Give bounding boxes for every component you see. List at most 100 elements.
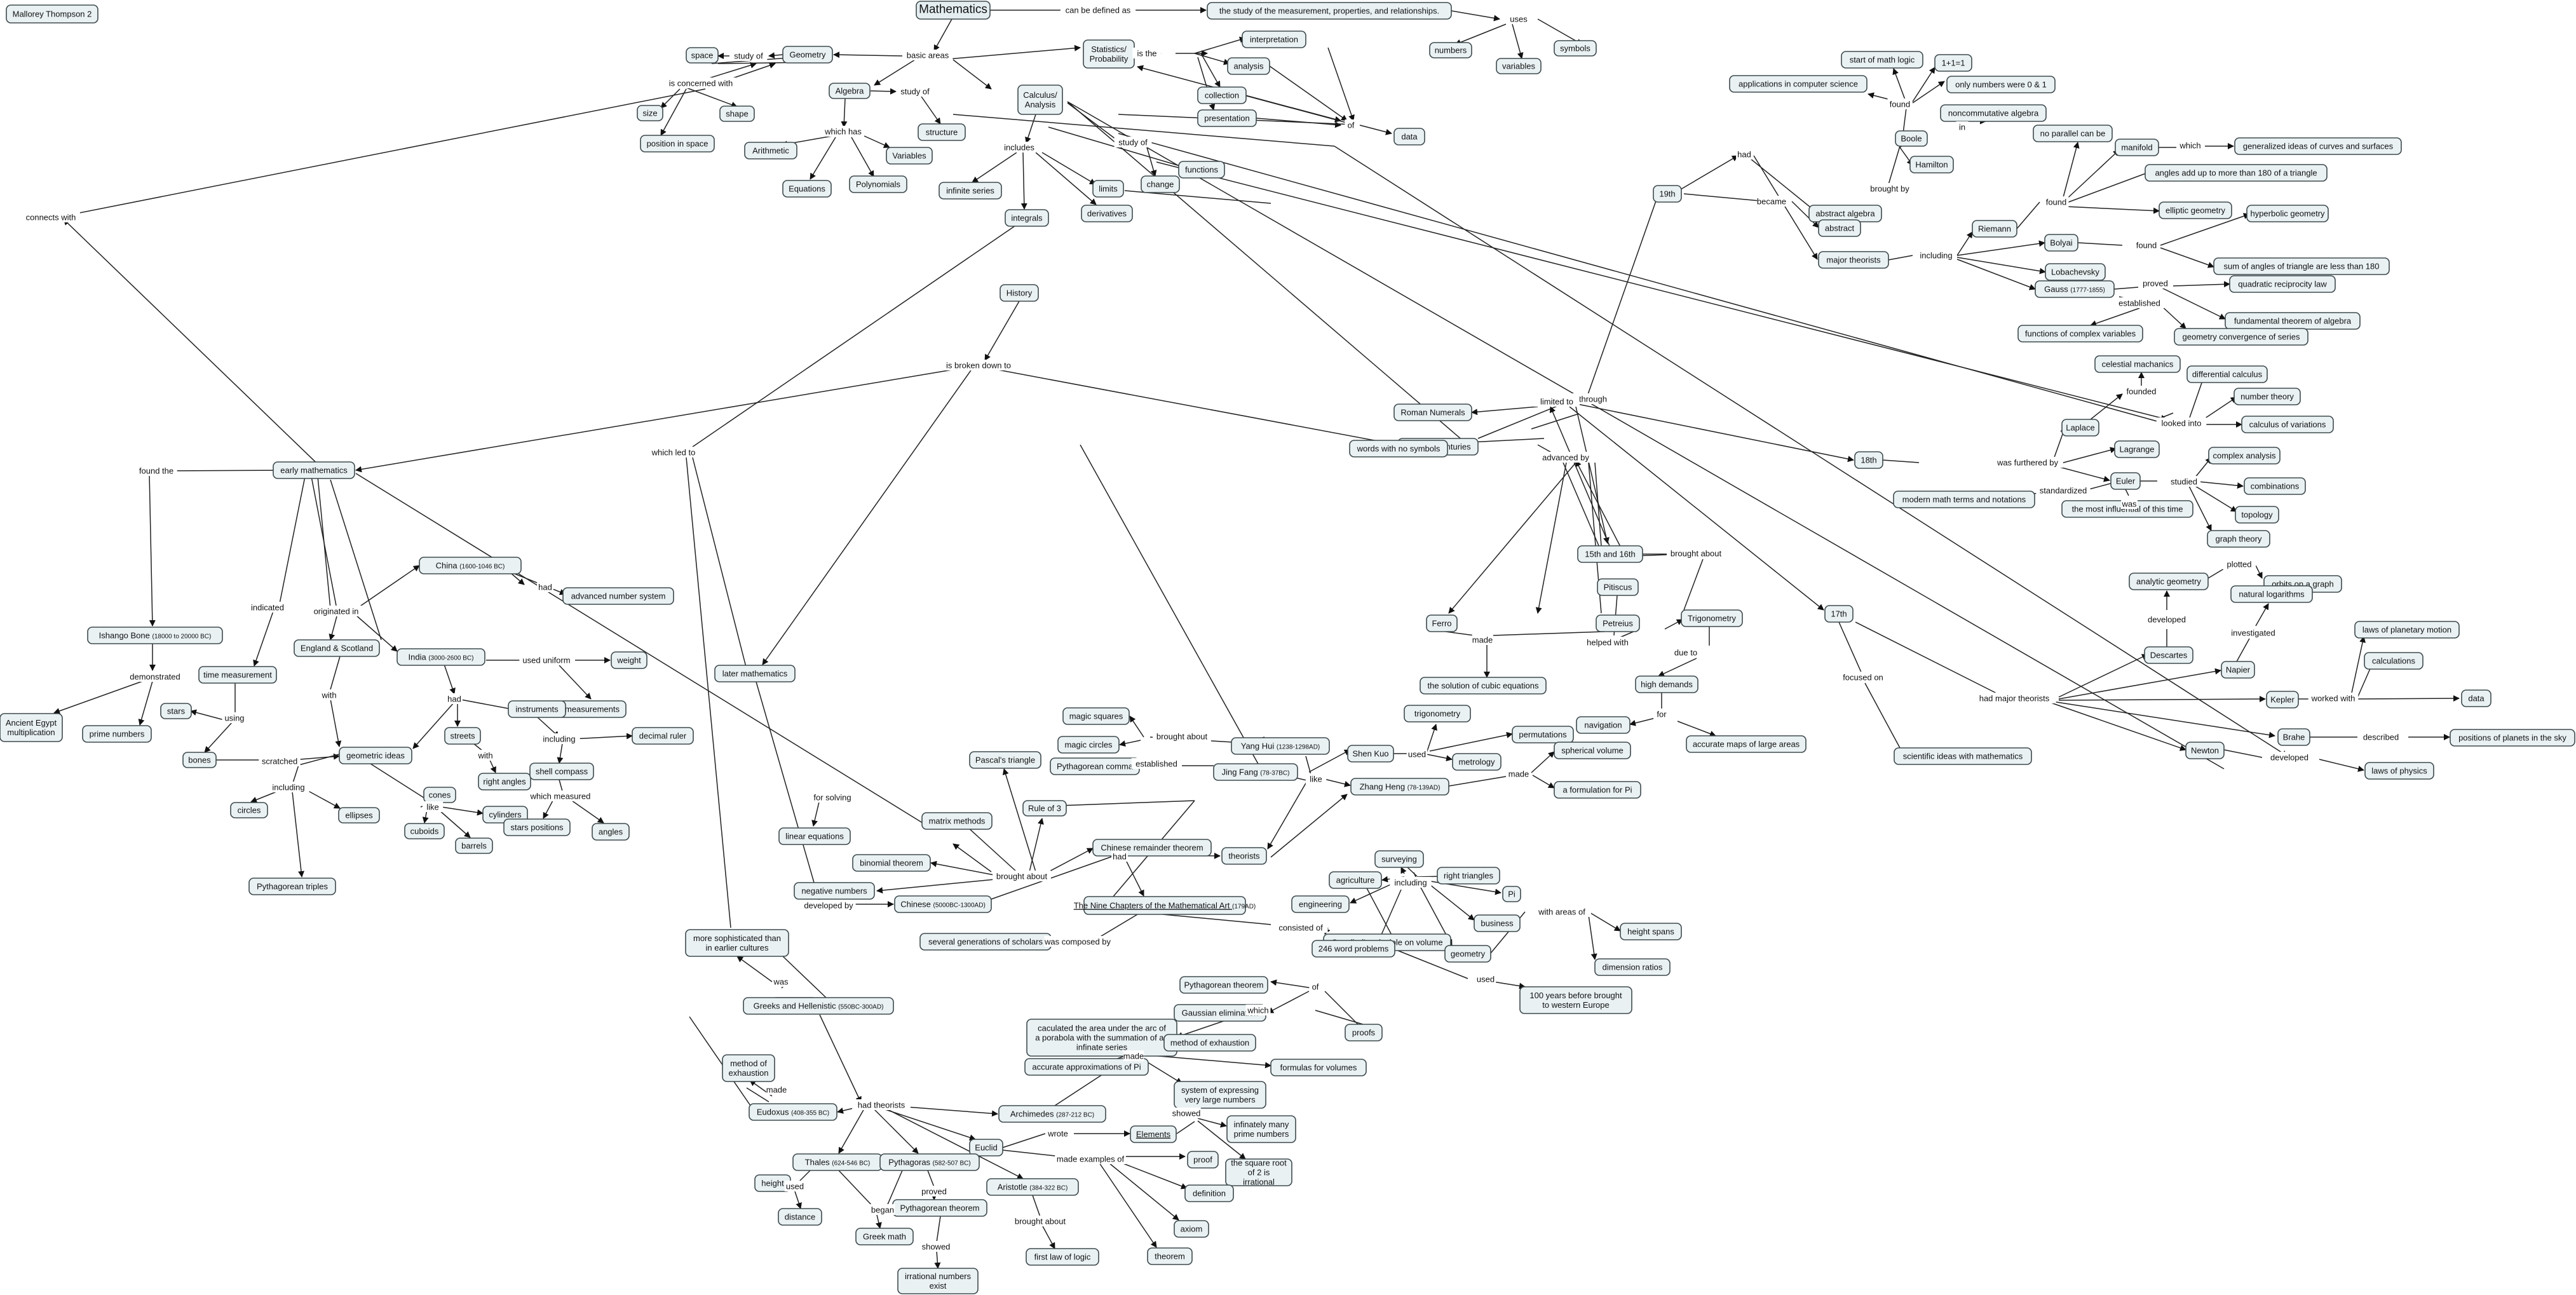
node-greeks[interactable]: Greeks and Hellenistic (550BC-300AD): [743, 997, 894, 1015]
node-planetmotion[interactable]: laws of planetary motion: [2354, 621, 2460, 639]
node-data2[interactable]: data: [2461, 689, 2491, 707]
node-roman[interactable]: Roman Numerals: [1393, 403, 1472, 421]
node-heightspans[interactable]: height spans: [1620, 923, 1682, 940]
node-mathematics[interactable]: Mathematics: [916, 1, 991, 20]
node-collection[interactable]: collection: [1197, 86, 1247, 104]
node-celestial[interactable]: celestial machanics: [2094, 355, 2181, 373]
node-combinations[interactable]: combinations: [2244, 477, 2306, 495]
node-weight[interactable]: weight: [611, 651, 647, 669]
node-physics[interactable]: laws of physics: [2364, 762, 2434, 780]
node-wordsnosym[interactable]: words with no symbols: [1349, 440, 1448, 458]
node-pi-formula[interactable]: a formulation for Pi: [1554, 781, 1641, 799]
node-india[interactable]: India (3000-2600 BC): [397, 648, 485, 666]
node-magiccir[interactable]: magic circles: [1057, 736, 1120, 754]
node-distance[interactable]: distance: [778, 1208, 822, 1226]
node-measurements[interactable]: measurements: [558, 700, 627, 718]
node-yanghui[interactable]: Yang Hui (1238-1298AD): [1231, 737, 1330, 755]
node-metrology[interactable]: metrology: [1452, 753, 1502, 771]
node-shape[interactable]: shape: [719, 105, 755, 122]
node-structure[interactable]: structure: [918, 123, 966, 141]
node-instruments[interactable]: instruments: [508, 700, 566, 718]
node-equations[interactable]: Equations: [782, 180, 832, 198]
node-remainder[interactable]: Chinese remainder theorem: [1092, 839, 1212, 857]
node-scientific[interactable]: scientific ideas with mathematics: [1894, 747, 2032, 765]
node-interpretation[interactable]: interpretation: [1242, 31, 1306, 48]
node-permutations[interactable]: permutations: [1512, 726, 1574, 743]
node-starspos[interactable]: stars positions: [503, 818, 571, 836]
node-engineering[interactable]: engineering: [1291, 895, 1350, 913]
node-topology[interactable]: topology: [2235, 506, 2279, 524]
node-firstlogic[interactable]: first law of logic: [1026, 1248, 1099, 1266]
node-pythcomma[interactable]: Pythagorean comma: [1050, 757, 1140, 775]
node-axiom[interactable]: axiom: [1174, 1220, 1209, 1238]
node-less180[interactable]: sum of angles of triangle are less than …: [2213, 257, 2390, 275]
node-pythtriples[interactable]: Pythagorean triples: [248, 878, 336, 895]
node-noparallel[interactable]: no parallel can be: [2033, 125, 2113, 142]
node-theorem[interactable]: theorem: [1147, 1247, 1193, 1265]
node-abstractalg[interactable]: abstract algebra: [1808, 205, 1882, 222]
node-pi[interactable]: Pi: [1502, 886, 1521, 902]
node-boole[interactable]: Boole: [1895, 130, 1928, 147]
node-rule3[interactable]: Rule of 3: [1022, 800, 1067, 817]
node-bones[interactable]: bones: [182, 752, 217, 768]
node-angles180[interactable]: angles add up to more than 180 of a tria…: [2145, 164, 2328, 182]
node-trig[interactable]: Trigonometry: [1681, 609, 1743, 627]
node-proof[interactable]: proof: [1187, 1151, 1219, 1169]
node-pyththeorem[interactable]: Pythagorean theorem: [892, 1199, 987, 1217]
node-lobachevsky[interactable]: Lobachevsky: [2045, 263, 2106, 281]
node-china[interactable]: China (1600-1046 BC): [419, 557, 522, 574]
node-calcvar[interactable]: calculus of variations: [2241, 416, 2334, 433]
node-size[interactable]: size: [637, 105, 663, 121]
node-theorists[interactable]: theorists: [1221, 847, 1267, 865]
node-napier[interactable]: Napier: [2221, 661, 2255, 679]
node-geomconv[interactable]: geometry convergence of series: [2174, 328, 2308, 346]
node-proofs[interactable]: proofs: [1345, 1024, 1383, 1041]
node-early[interactable]: early mathematics: [273, 461, 355, 479]
node-c17[interactable]: 17th: [1824, 605, 1854, 623]
node-noncomm[interactable]: noncommutative algebra: [1940, 104, 2047, 122]
node-prime[interactable]: prime numbers: [82, 725, 152, 743]
node-angles[interactable]: angles: [592, 823, 630, 841]
node-variables-u[interactable]: variables: [1496, 58, 1542, 74]
node-thales[interactable]: Thales (624-546 BC): [792, 1153, 883, 1171]
node-ninechapters[interactable]: The Nine Chapters of the Mathematical Ar…: [1074, 896, 1256, 915]
node-descartes[interactable]: Descartes: [2144, 646, 2193, 664]
node-hyperbolic[interactable]: hyperbolic geometry: [2246, 205, 2329, 222]
node-change[interactable]: change: [1141, 175, 1180, 193]
node-lagrange[interactable]: Lagrange: [2114, 440, 2160, 458]
node-complexanal[interactable]: complex analysis: [2208, 447, 2281, 464]
node-stars[interactable]: stars: [160, 703, 192, 719]
node-bolyai[interactable]: Bolyai: [2044, 234, 2078, 252]
node-calculations[interactable]: calculations: [2364, 652, 2423, 670]
node-stats[interactable]: Statistics/Probability: [1083, 39, 1135, 69]
node-eudoxus[interactable]: Eudoxus (408-355 BC): [749, 1103, 837, 1121]
node-cs[interactable]: applications in computer science: [1729, 75, 1868, 93]
node-petreius[interactable]: Petreius: [1596, 614, 1640, 632]
node-numtheory[interactable]: number theory: [2234, 388, 2301, 405]
node-cubic[interactable]: the solution of cubic equations: [1420, 677, 1547, 695]
node-business[interactable]: business: [1474, 914, 1521, 932]
node-gencurves[interactable]: generalized ideas of curves and surfaces: [2234, 137, 2402, 155]
node-pyththeorem-c[interactable]: Pythagorean theorem: [1179, 976, 1268, 994]
node-largeareas[interactable]: accurate maps of large areas: [1686, 735, 1807, 753]
node-laplace[interactable]: Laplace: [2061, 419, 2099, 437]
node-manifold[interactable]: manifold: [2115, 139, 2159, 156]
node-time[interactable]: time measurement: [198, 666, 277, 684]
node-ellipses[interactable]: ellipses: [338, 807, 380, 824]
node-arithmetic[interactable]: Arithmetic: [744, 142, 797, 159]
node-decimal[interactable]: decimal ruler: [632, 727, 694, 745]
node-limits[interactable]: limits: [1092, 180, 1124, 198]
node-euclid[interactable]: Euclid: [969, 1139, 1003, 1156]
node-definition[interactable]: definition: [1184, 1184, 1234, 1202]
node-geomideas[interactable]: geometric ideas: [339, 747, 412, 764]
node-highdemand[interactable]: high demands: [1635, 675, 1698, 693]
node-euler[interactable]: Euler: [2110, 472, 2141, 490]
node-startlogic[interactable]: start of math logic: [1841, 51, 1923, 69]
node-complexvar[interactable]: functions of complex variables: [2017, 325, 2143, 342]
node-integrals[interactable]: integrals: [1005, 209, 1049, 227]
node-author[interactable]: Mallorey Thompson 2: [6, 4, 98, 24]
node-kepler[interactable]: Kepler: [2266, 691, 2299, 709]
node-aristotle[interactable]: Aristotle (384-322 BC): [986, 1178, 1079, 1196]
